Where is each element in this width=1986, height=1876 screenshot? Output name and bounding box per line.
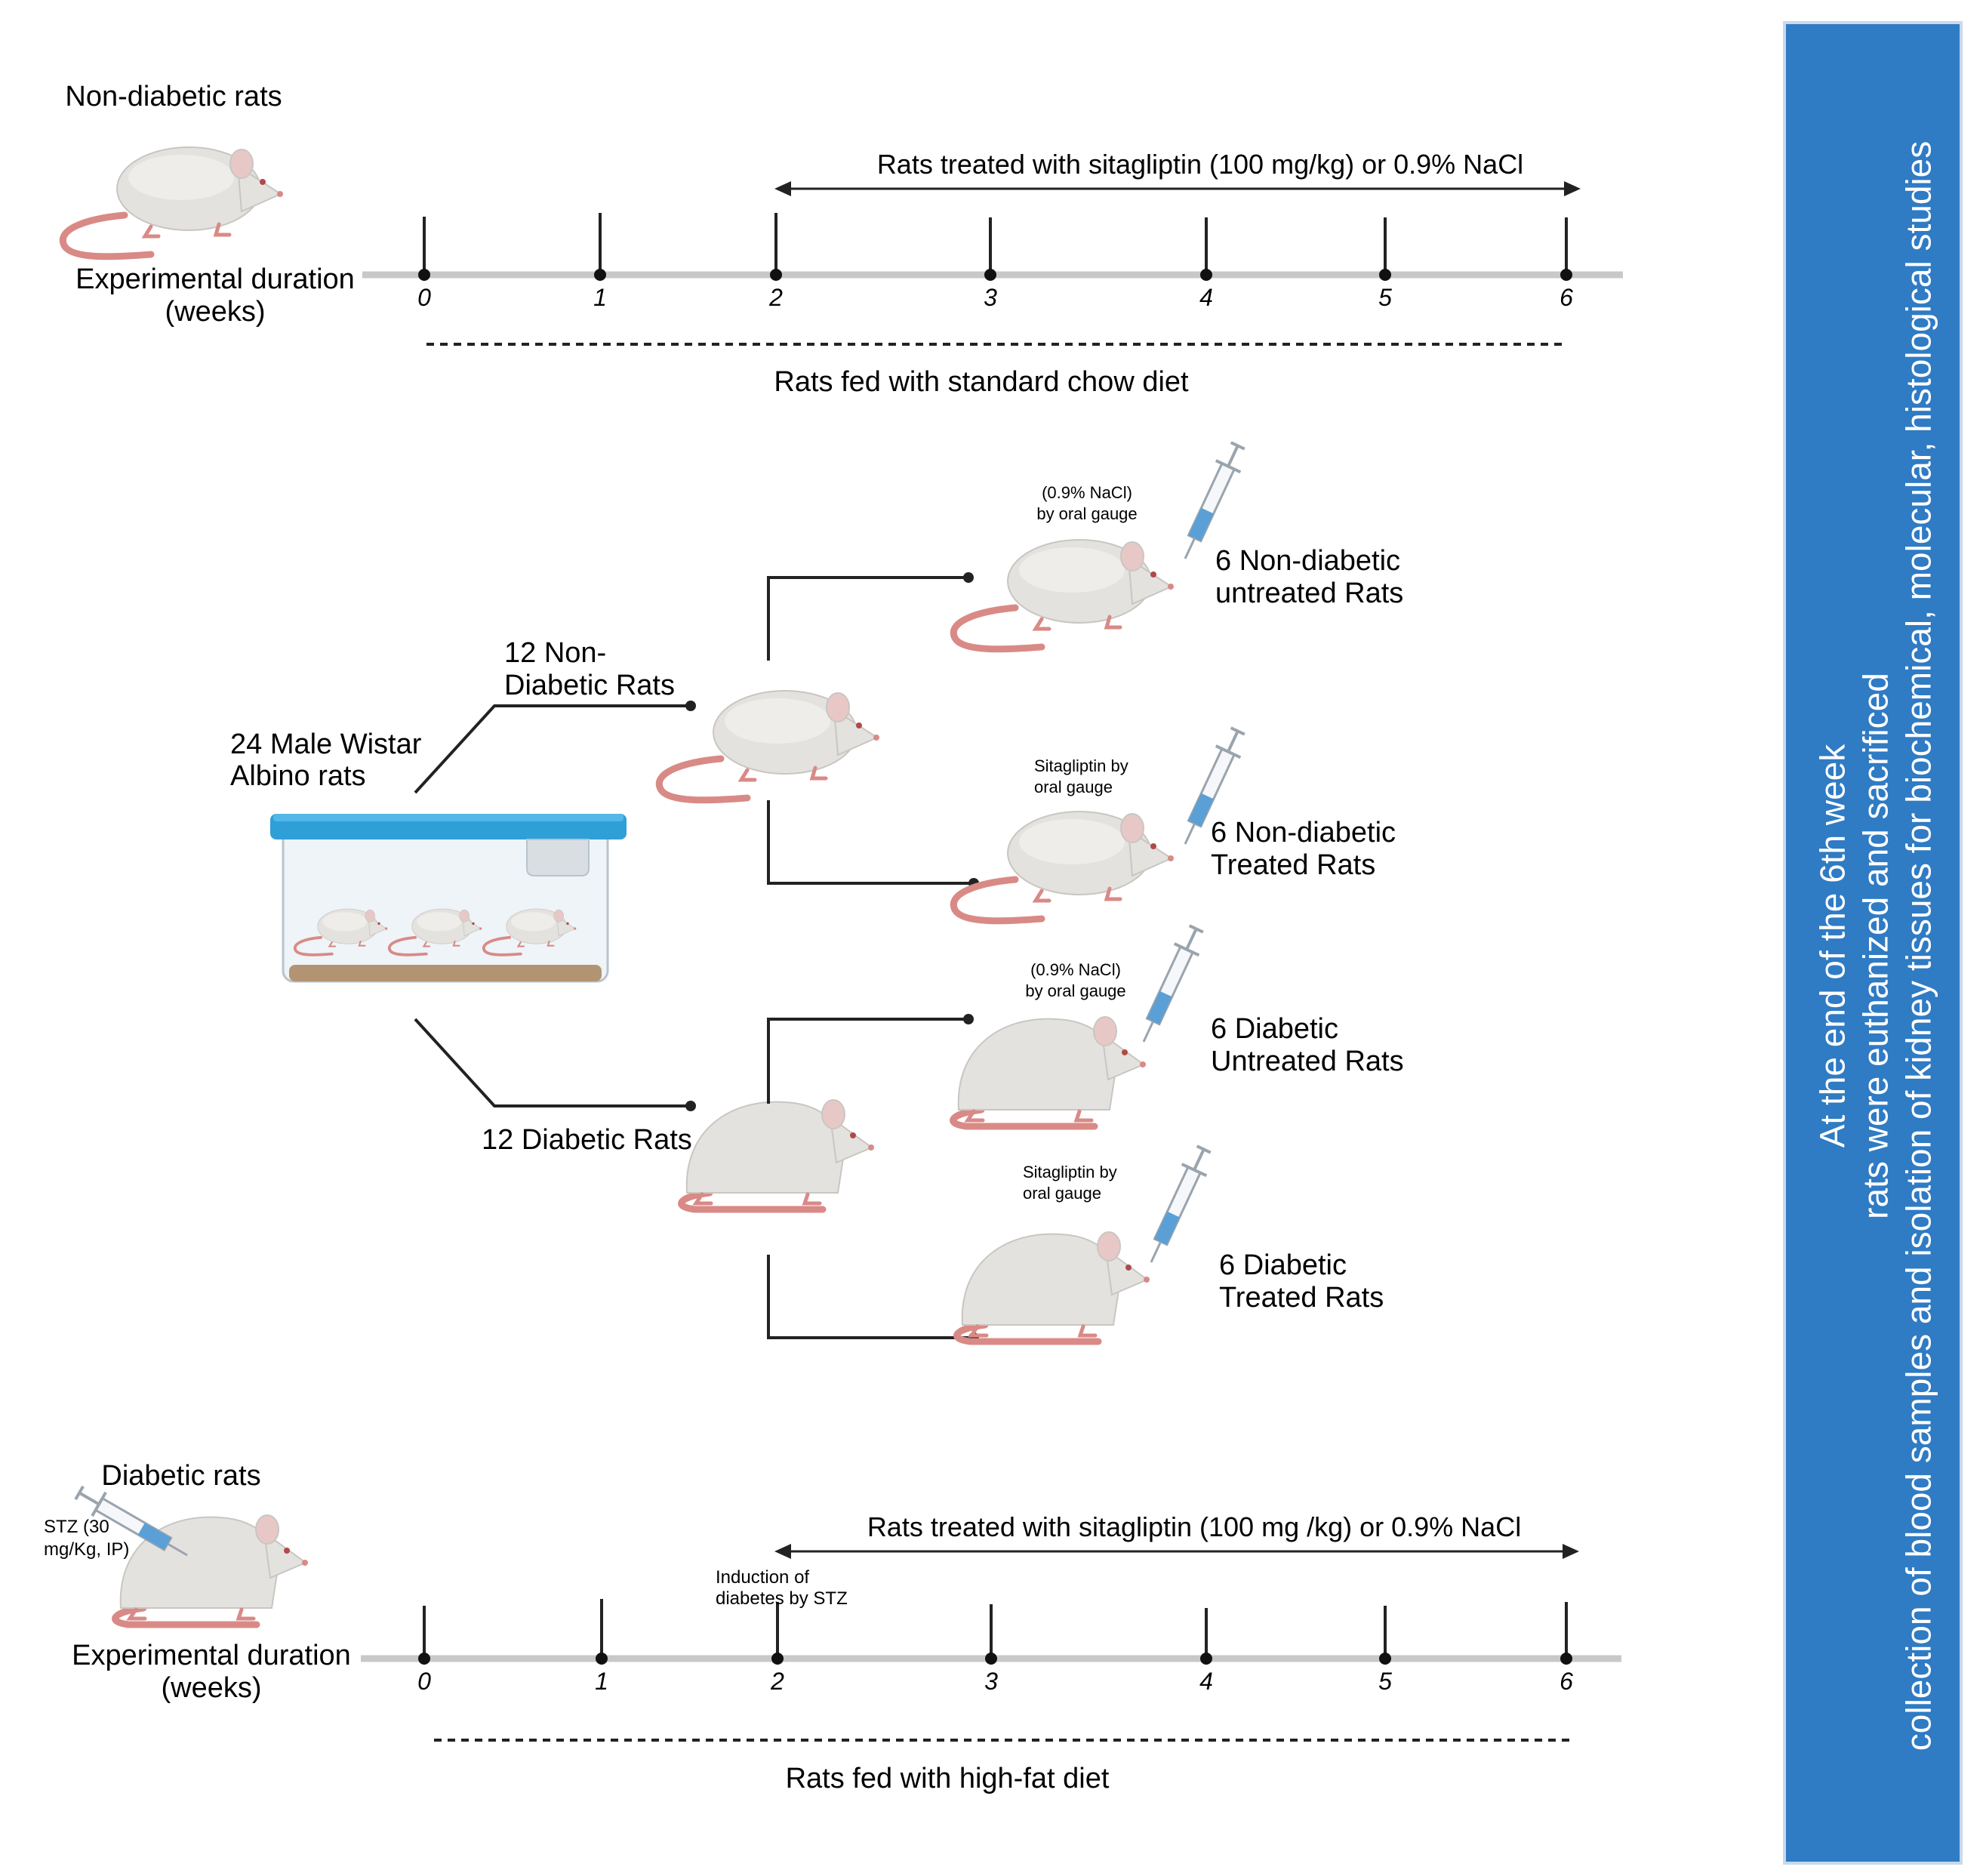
rat-icon-group-1 — [953, 540, 1174, 649]
group-2-name-label-line-2: Treated Rats — [1211, 849, 1375, 881]
bottom-tick-dot-4 — [1200, 1653, 1212, 1665]
non-diabetic-group-label-line-2: Diabetic Rats — [504, 670, 675, 701]
rat-icon-group-4 — [957, 1232, 1150, 1342]
bottom-week-label-5: 5 — [1378, 1668, 1392, 1695]
group-2-name-label: 6 Non-diabetic — [1211, 817, 1396, 849]
non-diabetic-rat-icon — [63, 147, 283, 257]
rat-cage — [270, 814, 627, 983]
top-diet-label: Rats fed with standard chow diet — [774, 366, 1189, 398]
group-1-name-label: 6 Non-diabetic — [1215, 545, 1400, 577]
diabetic-group-label: 12 Diabetic Rats — [482, 1124, 692, 1156]
top-treatment-label: Rats treated with sitagliptin (100 mg/kg… — [877, 149, 1523, 180]
group-diabetic-treated: Sitagliptin by oral gauge 6 Diabetic Tre… — [957, 1141, 1384, 1342]
bottom-treatment-label: Rats treated with sitagliptin (100 mg /k… — [867, 1511, 1521, 1542]
bottom-week-label-6: 6 — [1560, 1668, 1573, 1695]
group-4-dose-label: Sitagliptin by — [1023, 1163, 1117, 1181]
bottom-week-label-2: 2 — [770, 1668, 784, 1695]
conclusion-line-3: collection of blood samples and isolatio… — [1898, 140, 1938, 1751]
bottom-week-label-1: 1 — [595, 1668, 608, 1695]
conclusion-panel: At the end of the 6th week rats were eut… — [1783, 21, 1963, 1865]
bracket-non-diabetic-treated — [767, 800, 974, 885]
conclusion-text: At the end of the 6th week rats were eut… — [1812, 78, 1941, 1814]
group-1-dose-label-line-2: by oral gauge — [1036, 504, 1137, 523]
group-3-name-label: 6 Diabetic — [1211, 1013, 1338, 1045]
group-1-name-label-line-2: untreated Rats — [1215, 578, 1403, 609]
bracket-non-diabetic-untreated — [767, 576, 968, 661]
group-3-dose-label: (0.9% NaCl) — [1030, 960, 1121, 979]
bottom-week-label-3: 3 — [984, 1668, 998, 1695]
bottom-duration-unit-label: (weeks) — [161, 1672, 261, 1704]
bottom-tick-dot-1 — [596, 1653, 608, 1665]
top-tick-dot-0 — [418, 269, 430, 281]
top-tick-dot-6 — [1560, 269, 1572, 281]
non-diabetic-group-label: 12 Non- — [504, 637, 606, 669]
group-non-diabetic-treated: Sitagliptin by oral gauge 6 Non-diabetic… — [953, 723, 1396, 921]
cage-label: 24 Male Wistar — [230, 729, 422, 760]
bracket-diabetic-untreated — [767, 1018, 968, 1104]
bottom-tick-dot-5 — [1379, 1653, 1391, 1665]
group-3-dose-label-line-2: by oral gauge — [1025, 981, 1125, 1000]
top-treatment-arrowhead-left — [774, 181, 791, 196]
top-tick-dot-1 — [594, 269, 606, 281]
non-diabetic-rats-label: Non-diabetic rats — [65, 81, 282, 112]
top-duration-unit-label: (weeks) — [165, 296, 265, 328]
bracket-diabetic-treated — [767, 1255, 974, 1339]
top-week-label-6: 6 — [1560, 284, 1573, 311]
group-1-dose-label: (0.9% NaCl) — [1042, 483, 1132, 502]
syringe-icon-group-3 — [1129, 921, 1211, 1049]
stz-induction-label: Induction of — [716, 1567, 809, 1588]
bottom-tick-dot-3 — [985, 1653, 997, 1665]
rat-icon-group-2 — [953, 812, 1174, 921]
top-tick-dot-4 — [1200, 269, 1212, 281]
bottom-diet-label: Rats fed with high-fat diet — [786, 1763, 1110, 1794]
bottom-treatment-arrowhead-left — [774, 1544, 791, 1559]
bottom-tick-dot-0 — [418, 1653, 430, 1665]
group-4-dose-label-line-2: oral gauge — [1023, 1184, 1101, 1203]
group-allocation-section: 24 Male Wistar Albino rats 12 Non- Diabe… — [230, 438, 1404, 1343]
top-tick-dot-5 — [1379, 269, 1391, 281]
group-3-name-label-line-2: Untreated Rats — [1211, 1046, 1404, 1077]
bottom-duration-label: Experimental duration — [72, 1640, 351, 1671]
bottom-week-ticks: 0 1 2 3 4 5 6 — [417, 1599, 1573, 1695]
top-tick-dot-2 — [770, 269, 782, 281]
top-timeline-section: Non-diabetic rats Experimental duration … — [63, 81, 1623, 398]
bottom-week-label-4: 4 — [1199, 1668, 1213, 1695]
top-week-label-3: 3 — [984, 284, 997, 311]
group-2-dose-label: Sitagliptin by — [1034, 756, 1128, 775]
bottom-timeline-section: Diabetic rats STZ (30 mg/Kg, IP) Experim… — [44, 1460, 1621, 1794]
rat-icon-group-3 — [953, 1017, 1146, 1126]
bottom-tick-dot-2 — [771, 1653, 784, 1665]
top-week-label-0: 0 — [417, 284, 431, 311]
group-diabetic-untreated: (0.9% NaCl) by oral gauge 6 Diabetic Unt… — [953, 921, 1404, 1126]
conclusion-line-1: At the end of the 6th week — [1812, 744, 1852, 1148]
stz-dose-label-line-2: mg/Kg, IP) — [44, 1539, 129, 1560]
branch-line-non-diabetic — [414, 704, 691, 794]
top-week-label-4: 4 — [1199, 284, 1213, 311]
top-week-ticks: 0 1 2 3 4 5 6 — [417, 213, 1573, 311]
top-week-label-5: 5 — [1378, 284, 1392, 311]
top-treatment-arrowhead-right — [1564, 181, 1581, 196]
group-4-name-label-line-2: Treated Rats — [1219, 1282, 1384, 1314]
diabetic-rat-icon-center — [682, 1100, 874, 1209]
top-tick-dot-3 — [984, 269, 996, 281]
conclusion-line-2: rats were euthanized and sacrificed — [1855, 673, 1895, 1219]
stz-dose-label: STZ (30 — [44, 1517, 109, 1537]
branch-line-diabetic — [414, 1018, 691, 1107]
syringe-icon-group-4 — [1137, 1141, 1218, 1270]
stz-induction-label-line-2: diabetes by STZ — [716, 1588, 848, 1609]
top-week-label-2: 2 — [768, 284, 783, 311]
diabetic-rats-label: Diabetic rats — [101, 1460, 260, 1492]
cage-label-line-2: Albino rats — [230, 760, 366, 792]
group-4-name-label: 6 Diabetic — [1219, 1249, 1347, 1281]
bottom-tick-dot-6 — [1560, 1653, 1572, 1665]
bottom-treatment-arrowhead-right — [1563, 1544, 1579, 1559]
group-non-diabetic-untreated: (0.9% NaCl) by oral gauge 6 Non-diabetic… — [953, 438, 1403, 649]
top-week-label-1: 1 — [593, 284, 607, 311]
bottom-week-label-0: 0 — [417, 1668, 431, 1695]
top-duration-label: Experimental duration — [75, 263, 355, 295]
group-2-dose-label-line-2: oral gauge — [1034, 778, 1113, 796]
